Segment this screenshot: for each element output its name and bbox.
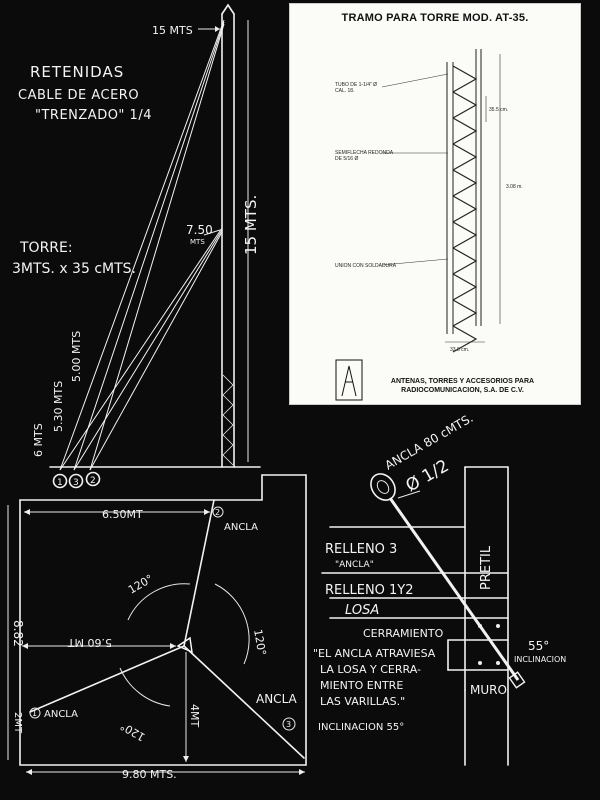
plan-radius-left: 5.60 MT [68, 636, 112, 649]
label-dim-355: 35.5 cm. [489, 107, 509, 113]
distance-530m: 5.30 MTS [52, 381, 65, 432]
distance-6m: 6 MTS [32, 423, 45, 457]
pretil-label: PRETIL [479, 545, 494, 590]
inclination-word: INCLINACION [514, 655, 566, 664]
plan-small-left: 2MT [12, 712, 23, 734]
torre-label: TORRE: [19, 240, 73, 256]
torre-dims: 3MTS. x 35 cMTS. [12, 261, 136, 277]
label-tube-1: TUBO DE 1-1/4" Ø [335, 82, 378, 88]
anchor-plate [508, 671, 526, 689]
plan-view: 6.50MT 8.82 2MT 9.80 MTS. 5.60 MT 4MT 12… [7, 474, 307, 781]
card-footer-line-2: RADIOCOMUNICACION, S.A. DE C.V. [401, 387, 524, 394]
plan-height-left: 8.82 [11, 620, 25, 647]
anchor-diameter-label: Ø 1/2 [403, 456, 453, 496]
angle-arc-bottom [119, 667, 171, 707]
anchor-circle-1 [52, 473, 68, 489]
card-footer-line-1: ANTENAS, TORRES Y ACCESORIOS PARA [390, 378, 535, 385]
note-line-3: MIENTO ENTRE [320, 679, 403, 692]
tower-section-drawing [335, 49, 501, 401]
top-height-label: 15 MTS [152, 24, 193, 37]
anchor-number-3: 3 [73, 478, 79, 488]
anchor-eye [370, 473, 396, 501]
inclination-angle: 55° [528, 639, 549, 653]
tower-elevation: RETENIDAS CABLE DE ACERO "TRENZADO" 1/4 … [12, 3, 261, 489]
plan-anchor-3-label: ANCLA [256, 692, 298, 706]
cerramiento-label: CERRAMIENTO [363, 627, 444, 640]
angle-right: 120° [251, 628, 268, 656]
anchor-number-1: 1 [57, 478, 63, 488]
plan-width-bottom: 9.80 MTS. [122, 768, 177, 781]
plan-line-anchor-2 [183, 499, 215, 647]
angle-arc-top [127, 583, 191, 621]
plan-line-anchor-1 [29, 645, 185, 713]
anchor-number-2: 2 [90, 476, 96, 486]
plan-width-top: 6.50MT [102, 508, 143, 521]
inclination-note: INCLINACION 55° [318, 722, 404, 733]
angle-bottom: 120° [118, 719, 147, 744]
plan-outline [19, 474, 307, 766]
note-line-1: "EL ANCLA ATRAVIESA [313, 647, 436, 660]
plan-radius-down: 4MT [188, 704, 201, 727]
cable-title: CABLE DE ACERO [18, 88, 139, 103]
label-rod-2: DE 5/16 Ø [335, 156, 359, 162]
mid-height-unit: MTS [190, 238, 205, 246]
plan-tower-center [176, 636, 193, 654]
card-title: TRAMO PARA TORRE MOD. AT-35. [341, 12, 529, 24]
label-height: 3.08 m. [506, 184, 523, 190]
total-height-label: 15 MTS. [242, 195, 260, 255]
label-width: 33.6 cm. [450, 347, 470, 353]
anchor-rod [388, 497, 520, 681]
plan-anchor-3-num: 3 [286, 720, 291, 729]
losa-label: LOSA [345, 603, 379, 618]
plan-line-anchor-3 [183, 645, 305, 759]
guy-wires [59, 19, 225, 471]
note-line-2: LA LOSA Y CERRA- [320, 663, 421, 676]
plan-anchor-1-num: 1 [32, 709, 37, 718]
trenzado-title: "TRENZADO" 1/4 [35, 108, 152, 123]
plan-anchor-2-num: 2 [215, 508, 220, 517]
anchor-detail: ANCLA 80 cMTS. Ø 1/2 RELLENO 3 "ANCLA" R… [313, 411, 566, 766]
anchor-circle-3 [68, 473, 84, 489]
muro-label: MURO [470, 683, 507, 697]
mid-height-label: 7.50 [186, 223, 213, 237]
plan-anchor-2-label: ANCLA [224, 522, 258, 533]
distance-500m: 5.00 MTS [70, 331, 83, 382]
note-line-4: LAS VARILLAS." [320, 695, 405, 708]
card-footer: ANTENAS, TORRES Y ACCESORIOS PARA RADIOC… [350, 377, 575, 395]
catalog-card: TRAMO PARA TORRE MOD. AT-35. TUBO DE 1-1… [289, 3, 581, 405]
relleno-3-sub: "ANCLA" [335, 560, 374, 570]
tower-base-lattice [222, 374, 234, 466]
angle-arc-right [214, 583, 250, 665]
relleno-1y2-label: RELLENO 1Y2 [325, 583, 414, 598]
company-logo [335, 359, 363, 401]
retenidas-title: RETENIDAS [30, 63, 124, 81]
label-tube-2: CAL. 18. [335, 88, 355, 94]
tower-tip [221, 3, 235, 15]
label-rod-1: SEMIFLECHA REDONDA [335, 150, 394, 156]
anchor-circle-2 [85, 471, 101, 487]
label-joint: UNION CON SOLDADURA [335, 263, 397, 269]
plan-anchor-1-label: ANCLA [44, 709, 78, 720]
relleno-3-label: RELLENO 3 [325, 542, 397, 557]
